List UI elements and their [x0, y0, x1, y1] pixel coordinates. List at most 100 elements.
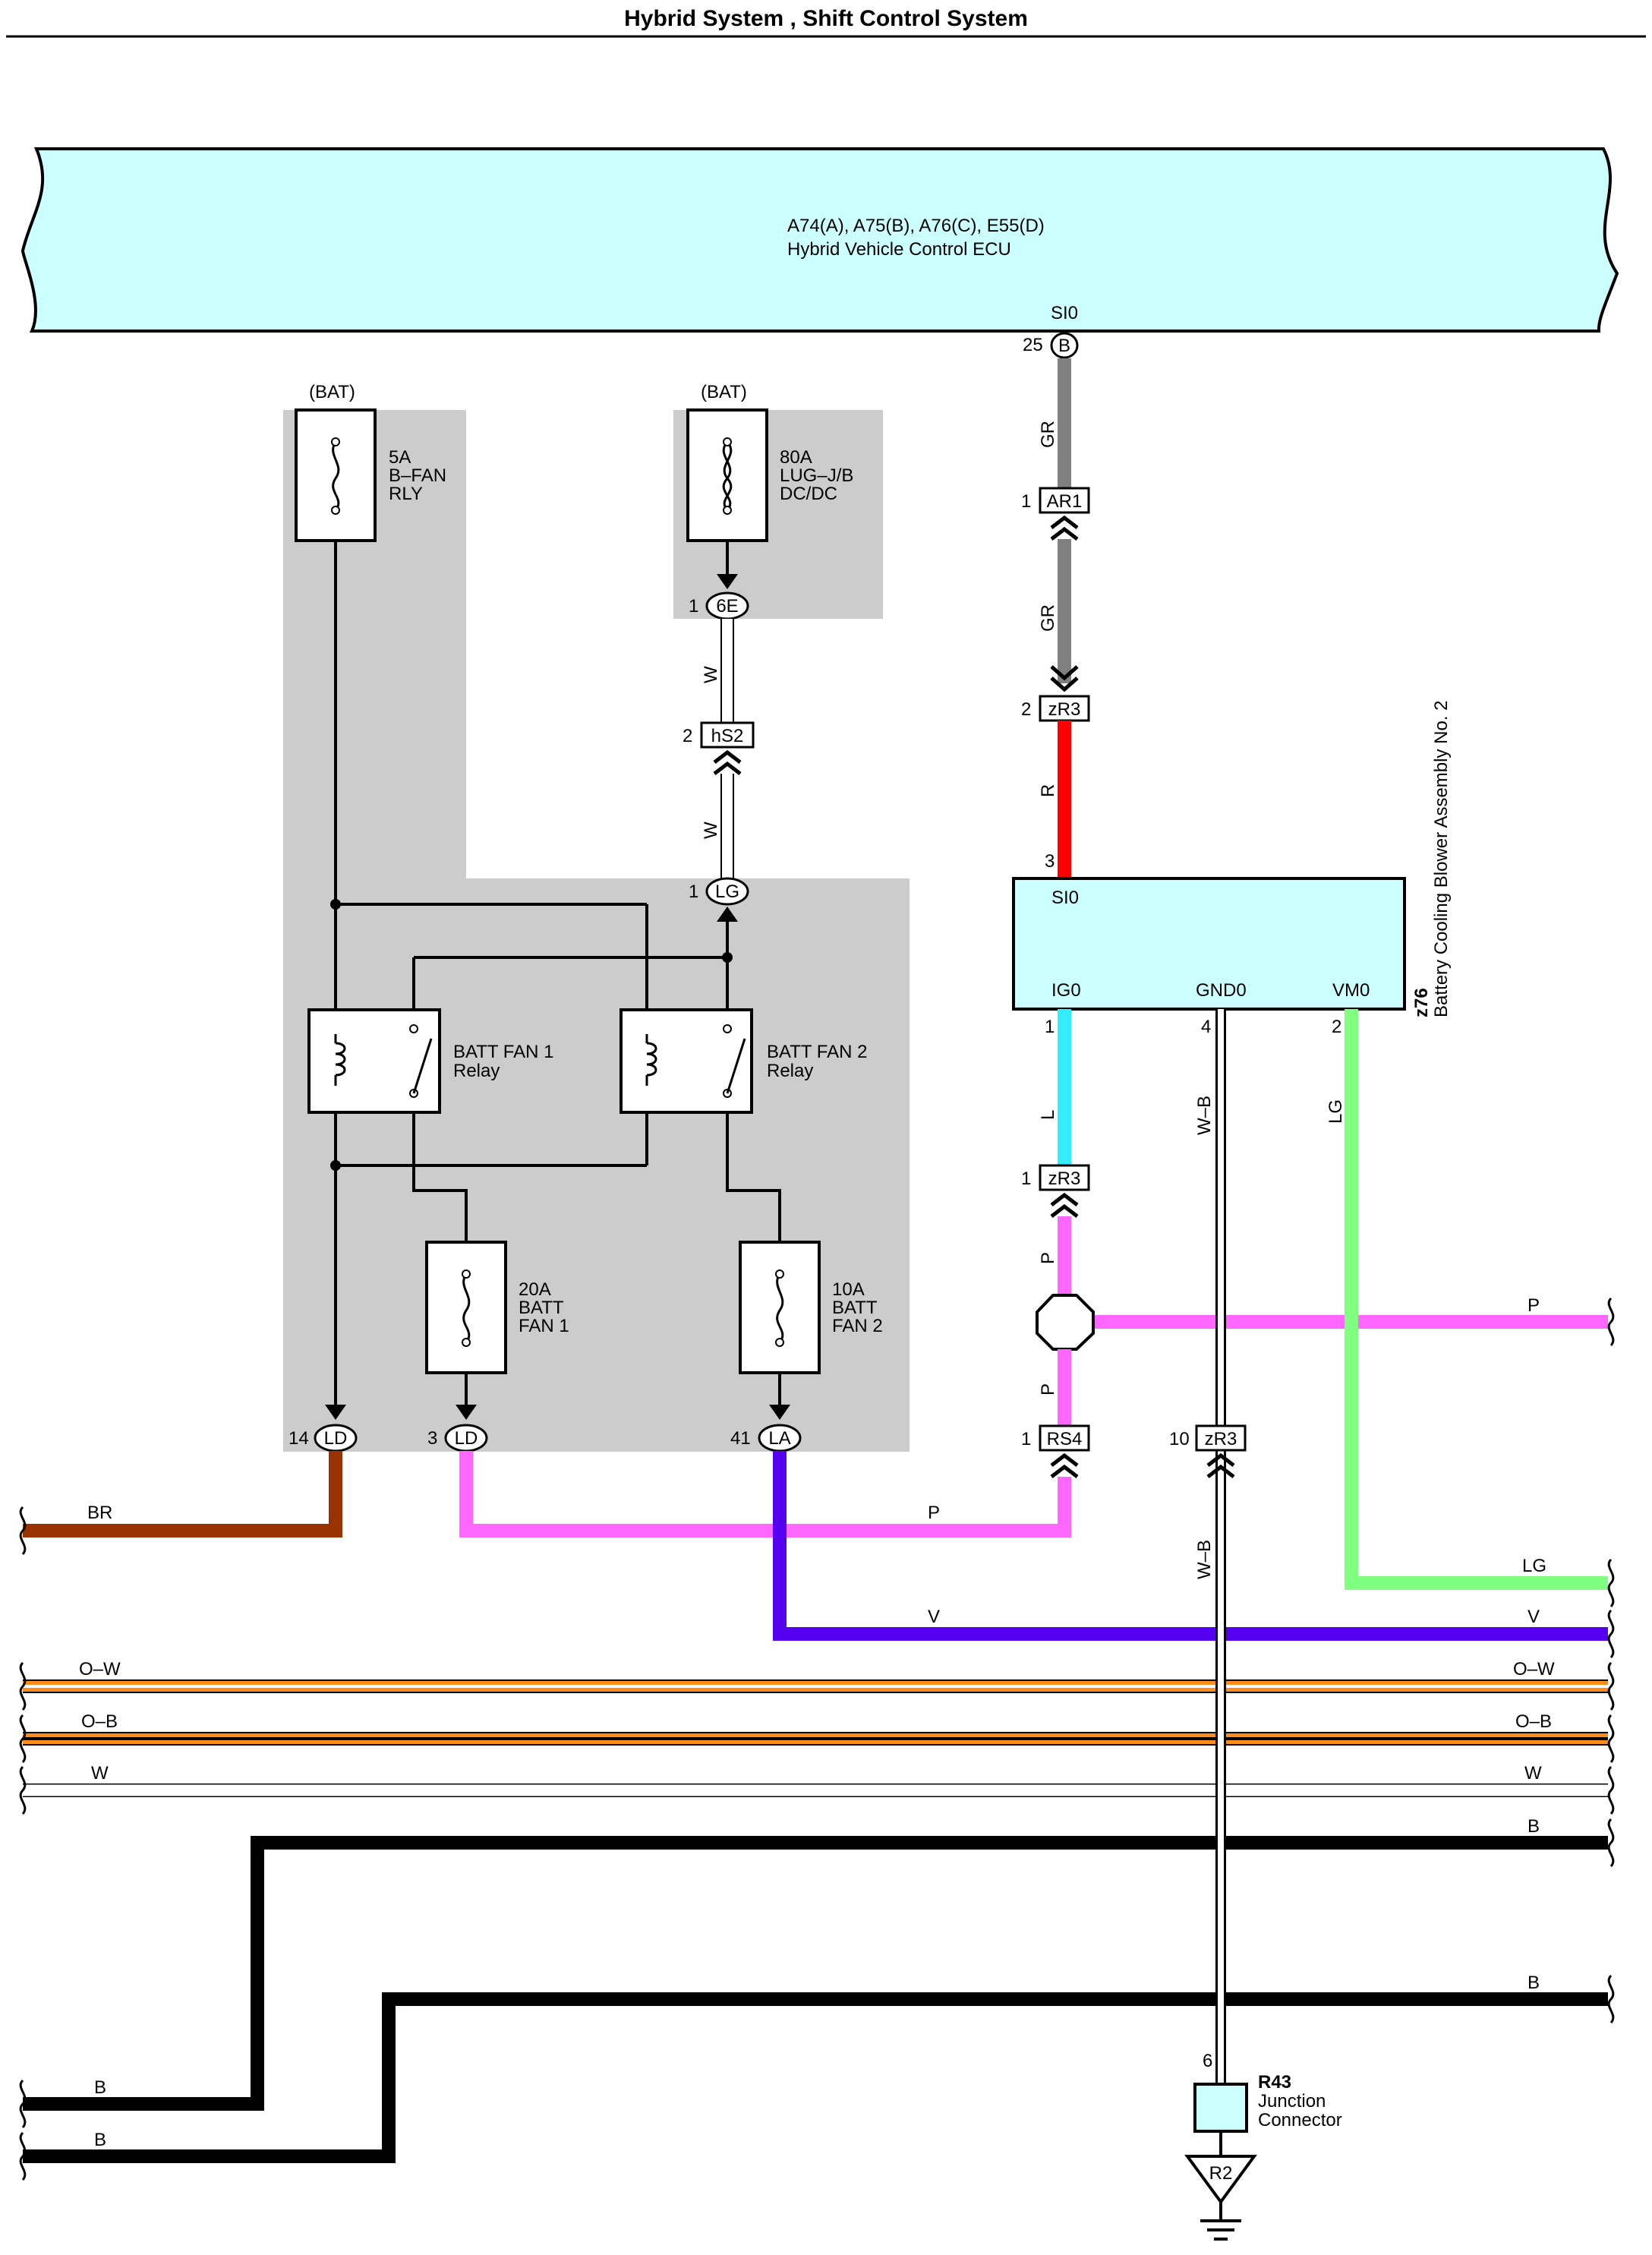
wire-ob-label-left: O–B	[81, 1711, 118, 1732]
ld3-pin: 3	[427, 1428, 437, 1449]
lg-pin: 1	[689, 882, 698, 902]
wire-lg-label-vertical: LG	[1326, 1099, 1346, 1124]
fan1-l1: BATT	[519, 1298, 564, 1318]
zr3b-connector	[1039, 1164, 1090, 1191]
ar1-arrow-icon	[1050, 515, 1079, 541]
blower-pin-top: 3	[1045, 851, 1055, 872]
bfan-amp: 5A	[389, 447, 411, 468]
ld14-code: LD	[324, 1428, 348, 1449]
ecu-name: Hybrid Vehicle Control ECU	[787, 239, 1011, 260]
ar1-pin: 1	[1021, 491, 1031, 512]
la41-code: LA	[768, 1428, 790, 1449]
blower-num-vm0: 2	[1332, 1017, 1341, 1037]
wire-p-bottom	[459, 1451, 1071, 1538]
e6-arrow-icon	[717, 574, 738, 589]
la41-pin: 41	[730, 1428, 751, 1449]
zr3c-connector	[1195, 1424, 1247, 1452]
relay-1-coil-icon	[334, 1034, 346, 1086]
wire-r-label: R	[1038, 784, 1058, 797]
ground-code: R2	[1209, 2163, 1233, 2184]
wire-b-label-2-right: B	[1527, 1973, 1540, 1993]
zr3c-arrow-icon	[1206, 1452, 1235, 1478]
page-title: Hybrid System , Shift Control System	[624, 6, 1028, 31]
bfan-l2: RLY	[389, 484, 423, 504]
bfan-fuse-icon	[332, 441, 340, 511]
wire-l-label: L	[1038, 1110, 1058, 1120]
lug-l1: LUG–J/B	[780, 465, 853, 486]
wire-ends-right	[1607, 1297, 1615, 2024]
blower-num-ig0: 1	[1045, 1017, 1055, 1037]
wire-v-label-mid: V	[928, 1607, 940, 1627]
fan2-l2: FAN 2	[832, 1316, 883, 1336]
bfan-source: (BAT)	[309, 382, 355, 402]
zr3a-code: zR3	[1048, 699, 1081, 720]
fan1-l2: FAN 1	[519, 1316, 569, 1336]
relay-1-l1: BATT FAN 1	[453, 1042, 553, 1062]
wire-br	[23, 1451, 342, 1538]
hs2-arrow-icon	[713, 749, 742, 775]
lug-amp: 80A	[780, 447, 812, 468]
zr3a-arrow-icon	[1050, 665, 1079, 692]
zr3c-code: zR3	[1205, 1429, 1237, 1449]
junction-l1: Junction	[1258, 2091, 1326, 2112]
splice-icon	[1036, 1294, 1095, 1351]
blower-pin-ig0: IG0	[1051, 980, 1081, 1001]
wire-ow-label-left: O–W	[79, 1659, 121, 1679]
wire-b-1	[23, 1836, 1608, 2111]
wire-ob-label-right: O–B	[1515, 1711, 1552, 1732]
wire-v-label-right: V	[1527, 1607, 1540, 1627]
ground-point	[1184, 2155, 1257, 2205]
junction-pin: 6	[1203, 2051, 1212, 2071]
ecu-connector-code: B	[1058, 336, 1070, 356]
ar1-connector	[1039, 487, 1090, 514]
blower-num-gnd0: 4	[1201, 1017, 1211, 1037]
fan1-amp: 20A	[519, 1279, 551, 1300]
rs4-code: RS4	[1047, 1429, 1083, 1449]
lg-arrow-icon	[717, 907, 738, 922]
junction-code: R43	[1258, 2072, 1291, 2093]
wire-p-label-right: P	[1527, 1295, 1540, 1316]
wire-w-label-left: W	[91, 1763, 109, 1784]
blower-pin-vm0: VM0	[1332, 980, 1370, 1001]
ld14-arrow-icon	[325, 1405, 346, 1420]
relay-2-switch-icon	[726, 1038, 746, 1094]
fan1-fuse-icon	[462, 1273, 471, 1343]
wire-w-label-right: W	[1524, 1763, 1542, 1784]
junction-l2: Connector	[1258, 2110, 1342, 2130]
relay-2-coil-icon	[645, 1034, 657, 1086]
hs2-pin: 2	[683, 726, 692, 746]
wire-w-label-2: W	[701, 822, 721, 839]
ecu-pin-name: SI0	[1051, 303, 1078, 323]
wire-b-label-1-right: B	[1527, 1816, 1540, 1837]
fan2-amp: 10A	[832, 1279, 865, 1300]
wire-p-label-bottom: P	[928, 1503, 940, 1523]
hs2-connector	[700, 721, 755, 749]
junction-connector	[1193, 2083, 1248, 2133]
hs2-code: hS2	[711, 726, 744, 746]
blower-pin-gnd0: GND0	[1196, 980, 1247, 1001]
wire-wb-label-1: W–B	[1194, 1096, 1215, 1135]
wire-p-label-1: P	[1038, 1252, 1058, 1264]
lug-source: (BAT)	[701, 382, 747, 402]
ecu-code: A74(A), A75(B), A76(C), E55(D)	[787, 216, 1045, 236]
wire-w-label-1: W	[701, 666, 721, 683]
relay-1-switch-icon	[412, 1038, 433, 1094]
e6-pin: 1	[689, 596, 698, 617]
ecu-pin-number: 25	[1023, 335, 1043, 355]
fan2-fuse	[739, 1241, 821, 1374]
wire-gr-label-1: GR	[1038, 421, 1058, 448]
la41-arrow-icon	[769, 1405, 790, 1420]
ecu-connector	[1050, 332, 1079, 359]
relay-2-l2: Relay	[767, 1061, 813, 1081]
zr3a-pin: 2	[1021, 699, 1031, 720]
ld14-pin: 14	[288, 1428, 309, 1449]
rs4-connector	[1039, 1424, 1090, 1452]
wire-br-label: BR	[87, 1503, 112, 1523]
wire-gr-label-2: GR	[1038, 604, 1058, 632]
zr3b-code: zR3	[1048, 1168, 1081, 1189]
lug-fuse	[686, 408, 768, 542]
fan2-l1: BATT	[832, 1298, 878, 1318]
wire-p-label-2: P	[1038, 1383, 1058, 1396]
blower-pin-si0: SI0	[1051, 888, 1079, 908]
